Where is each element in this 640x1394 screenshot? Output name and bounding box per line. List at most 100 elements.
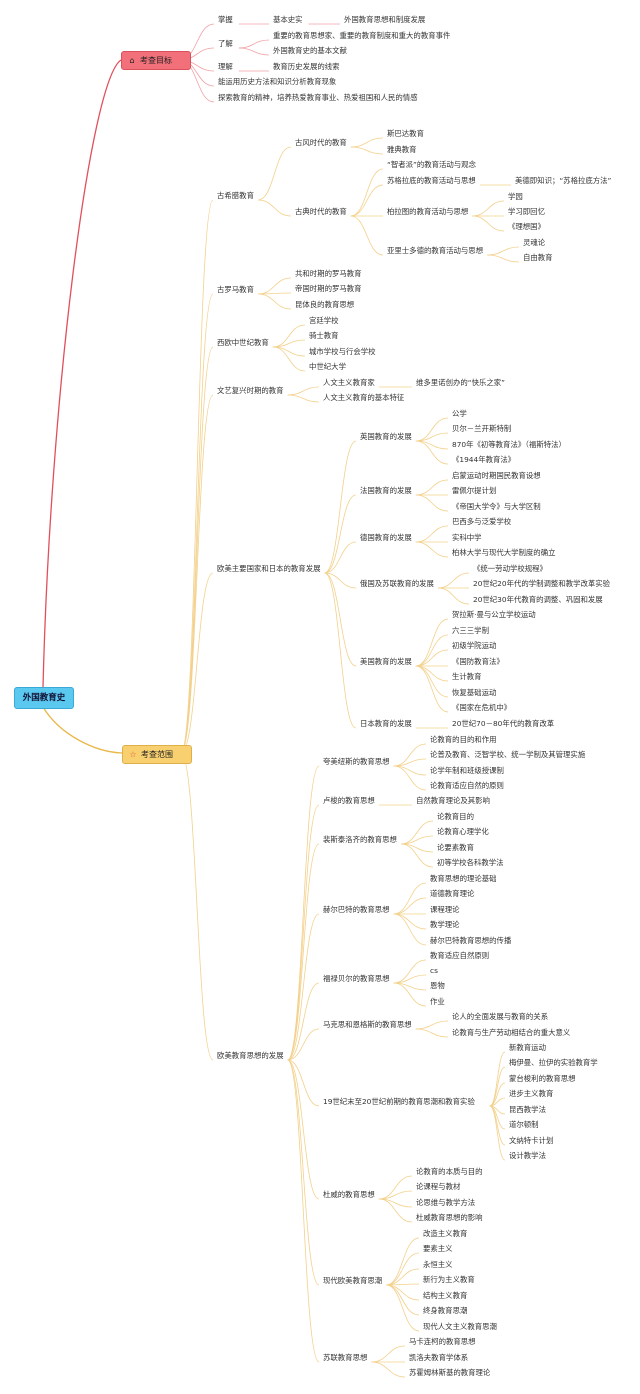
scope-node[interactable]: 古风时代的教育: [295, 138, 347, 147]
scope-node[interactable]: 生计教育: [452, 672, 482, 681]
scope-node[interactable]: 文艺复兴时期的教育: [217, 386, 284, 395]
scope-node[interactable]: 论教育与生产劳动相结合的重大意义: [452, 1028, 571, 1037]
scope-node[interactable]: 古罗马教育: [217, 285, 254, 294]
scope-node[interactable]: 教学理论: [430, 920, 460, 929]
scope-node[interactable]: 设计教学法: [509, 1151, 546, 1160]
scope-node[interactable]: 中世纪大学: [309, 362, 346, 371]
scope-node[interactable]: 《理想国》: [508, 222, 545, 231]
scope-node[interactable]: 欧美教育思想的发展: [217, 1051, 284, 1060]
scope-node[interactable]: 雅典教育: [387, 145, 417, 154]
scope-node[interactable]: 凯洛夫教育学体系: [409, 1353, 469, 1362]
goal-node[interactable]: 能运用历史方法和知识分析教育现象: [218, 77, 337, 86]
scope-node[interactable]: 宫廷学校: [309, 316, 339, 325]
scope-node[interactable]: 初级学院运动: [452, 641, 497, 650]
scope-node[interactable]: 《国家在危机中》: [452, 703, 512, 712]
scope-node[interactable]: 20世纪30年代教育的调整、巩固和发展: [473, 595, 603, 604]
scope-node[interactable]: 柏拉图的教育活动与思想: [387, 207, 469, 216]
scope-node[interactable]: 论教育心理学化: [437, 827, 489, 836]
scope-node[interactable]: 论课程与教材: [416, 1182, 461, 1191]
scope-node[interactable]: 论思维与教学方法: [416, 1198, 476, 1207]
scope-node[interactable]: 学园: [508, 192, 523, 201]
scope-node[interactable]: 法国教育的发展: [360, 486, 412, 495]
scope-node[interactable]: 古希腊教育: [217, 191, 254, 200]
scope-node[interactable]: 美德即知识；“苏格拉底方法”: [515, 176, 612, 185]
scope-node[interactable]: 现代人文主义教育思潮: [423, 1322, 497, 1331]
goal-node[interactable]: 重要的教育思想家、重要的教育制度和重大的教育事件: [273, 31, 451, 40]
scope-node[interactable]: 恢复基础运动: [452, 688, 497, 697]
scope-node[interactable]: 昆体良的教育思想: [295, 300, 355, 309]
scope-node[interactable]: 新教育运动: [509, 1043, 546, 1052]
scope-node[interactable]: 赫尔巴特的教育思想: [323, 905, 390, 914]
scope-node[interactable]: 杜威的教育思想: [323, 1190, 375, 1199]
scope-node[interactable]: 20世纪20年代的学制调整和教学改革实验: [473, 579, 611, 588]
scope-node[interactable]: 梅伊曼、拉伊的实验教育学: [509, 1058, 598, 1067]
scope-node[interactable]: 《帝国大学令》与大学区制: [452, 502, 541, 511]
scope-node[interactable]: 维多里诺创办的“快乐之家”: [416, 378, 505, 387]
scope-node[interactable]: 自由教育: [523, 253, 553, 262]
scope-node[interactable]: 杜威教育思想的影响: [416, 1213, 483, 1222]
scope-node[interactable]: 欧美主要国家和日本的教育发展: [217, 564, 321, 573]
goal-node[interactable]: 理解: [218, 62, 233, 71]
scope-node[interactable]: 作业: [430, 997, 445, 1006]
scope-node[interactable]: 教育适应自然原则: [430, 951, 490, 960]
scope-node[interactable]: 灵魂论: [523, 238, 546, 247]
scope-node[interactable]: 福禄贝尔的教育思想: [323, 974, 390, 983]
scope-node[interactable]: 马克思和恩格斯的教育思想: [323, 1020, 412, 1029]
scope-node[interactable]: 终身教育思潮: [423, 1306, 468, 1315]
scope-node[interactable]: cs: [430, 966, 438, 975]
scope-node[interactable]: 自然教育理论及其影响: [416, 796, 490, 805]
scope-node[interactable]: 870年《初等教育法》（福斯特法）: [452, 440, 566, 449]
scope-node[interactable]: 恩物: [430, 981, 445, 990]
scope-node[interactable]: 骑士教育: [309, 331, 339, 340]
scope-node[interactable]: 论教育的本质与目的: [416, 1167, 483, 1176]
scope-node[interactable]: 苏格拉底的教育活动与思想: [387, 176, 476, 185]
scope-node[interactable]: 新行为主义教育: [423, 1275, 475, 1284]
scope-node[interactable]: 雷佩尔提计划: [452, 486, 497, 495]
scope-node[interactable]: 19世纪末至20世纪前期的教育思潮和教育实验: [323, 1097, 475, 1106]
scope-node[interactable]: 实科中学: [452, 533, 482, 542]
scope-node[interactable]: 结构主义教育: [423, 1291, 468, 1300]
scope-node[interactable]: 人文主义教育的基本特征: [323, 393, 405, 402]
scope-node[interactable]: 柏林大学与现代大学制度的确立: [452, 548, 556, 557]
scope-node[interactable]: 论普及教育、泛智学校、统一学制及其管理实施: [430, 750, 586, 759]
scope-node[interactable]: 英国教育的发展: [360, 432, 412, 441]
scope-node[interactable]: 昆西教学法: [509, 1105, 546, 1114]
scope-node[interactable]: 俄国及苏联教育的发展: [360, 579, 434, 588]
scope-node[interactable]: 巴西多与泛爱学校: [452, 517, 512, 526]
goal-hub[interactable]: ⌂考查目标: [121, 51, 191, 70]
scope-node[interactable]: 苏联教育思想: [323, 1353, 368, 1362]
scope-node[interactable]: 城市学校与行会学校: [309, 347, 376, 356]
scope-node[interactable]: 论教育目的: [437, 812, 474, 821]
scope-node[interactable]: 贝尔－兰开斯特制: [452, 424, 512, 433]
scope-node[interactable]: 《1944年教育法》: [452, 455, 516, 464]
scope-node[interactable]: 赫尔巴特教育思想的传播: [430, 936, 512, 945]
scope-node[interactable]: 日本教育的发展: [360, 719, 412, 728]
scope-node[interactable]: 20世纪70－80年代的教育改革: [452, 719, 555, 728]
root-node[interactable]: 外国教育史: [14, 687, 74, 709]
scope-node[interactable]: 夸美纽斯的教育思想: [323, 757, 390, 766]
scope-node[interactable]: 公学: [452, 409, 467, 418]
scope-node[interactable]: “智者派”的教育活动与观念: [387, 160, 476, 169]
scope-node[interactable]: 贺拉斯·曼与公立学校运动: [452, 610, 536, 619]
goal-node[interactable]: 了解: [218, 39, 233, 48]
scope-node[interactable]: 裴斯泰洛齐的教育思想: [323, 835, 397, 844]
scope-node[interactable]: 《国防教育法》: [452, 657, 504, 666]
scope-node[interactable]: 学习即回忆: [508, 207, 545, 216]
scope-node[interactable]: 帝国时期的罗马教育: [295, 284, 362, 293]
scope-node[interactable]: 要素主义: [423, 1244, 453, 1253]
scope-node[interactable]: 进步主义教育: [509, 1089, 554, 1098]
scope-node[interactable]: 古典时代的教育: [295, 207, 347, 216]
scope-node[interactable]: 斯巴达教育: [387, 129, 424, 138]
scope-node[interactable]: 初等学校各科教学法: [437, 858, 504, 867]
scope-node[interactable]: 论教育适应自然的原则: [430, 781, 504, 790]
goal-node[interactable]: 外国教育思想和制度发展: [344, 15, 426, 24]
scope-node[interactable]: 亚里士多德的教育活动与思想: [387, 246, 484, 255]
scope-node[interactable]: 文纳特卡计划: [509, 1136, 554, 1145]
scope-node[interactable]: 美国教育的发展: [360, 657, 412, 666]
scope-hub[interactable]: ☆考查范围: [122, 745, 192, 764]
goal-node[interactable]: 掌握: [218, 15, 233, 24]
scope-node[interactable]: 西欧中世纪教育: [217, 338, 269, 347]
scope-node[interactable]: 德国教育的发展: [360, 533, 412, 542]
goal-node[interactable]: 基本史实: [273, 15, 303, 24]
scope-node[interactable]: 马卡连柯的教育思想: [409, 1337, 476, 1346]
